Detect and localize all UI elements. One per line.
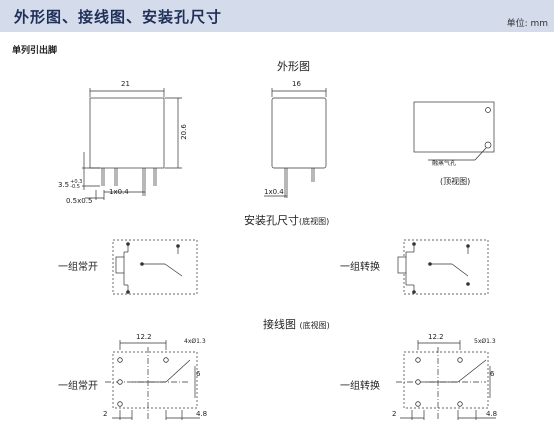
vent-hole-label: 融蒸气孔 <box>432 160 457 167</box>
front-view-drawing <box>82 88 182 200</box>
mounting-section-title: 安装孔尺寸(底视图) <box>244 214 330 227</box>
outline-section-title: 外形图 <box>277 60 310 73</box>
top-view-label: (顶视图) <box>440 177 471 186</box>
left-pitch-label: 6 <box>196 370 201 378</box>
left-holes-label: 4xØ1.3 <box>184 338 206 345</box>
front-width-label: 21 <box>121 80 130 88</box>
right-bottom-right-label: 4.8 <box>486 410 498 418</box>
right-spacing-label: 12.2 <box>428 333 444 341</box>
side-width-label: 16 <box>292 80 301 88</box>
page-title: 外形图、接线图、安装孔尺寸 <box>14 8 223 26</box>
wiring-changeover <box>396 340 496 420</box>
pin-section-label: 1x0.4 <box>109 188 129 196</box>
wiring-normal-open-label: 一组常开 <box>58 381 98 392</box>
side-view-drawing <box>264 88 327 198</box>
left-bottom-left-label: 2 <box>103 410 108 418</box>
left-bottom-right-label: 4.8 <box>196 410 208 418</box>
wiring-changeover-label: 一组转换 <box>340 381 380 392</box>
right-pitch-label: 6 <box>490 370 495 378</box>
front-height-label: 20.6 <box>179 124 188 140</box>
right-holes-label: 5xØ1.3 <box>474 338 496 345</box>
front-view-body <box>89 97 165 169</box>
header-bar: 外形图、接线图、安装孔尺寸 单位: mm <box>0 0 554 32</box>
mounting-normal-open <box>112 239 198 295</box>
pin-type-label: 单列引出脚 <box>12 46 58 56</box>
unit-label: 单位: mm <box>506 19 548 29</box>
side-pin-label: 1x0.4 <box>264 188 284 196</box>
top-view-body <box>413 101 495 153</box>
right-bottom-left-label: 2 <box>392 410 397 418</box>
mounting-changeover <box>397 239 489 295</box>
pin-length-label: 3.5+0.3-0.5 <box>58 179 83 190</box>
left-spacing-label: 12.2 <box>136 333 152 341</box>
top-view-drawing <box>413 101 495 161</box>
side-view-body <box>271 97 327 169</box>
pin-thickness-label: 0.5x0.5 <box>66 197 93 205</box>
mounting-changeover-label: 一组转换 <box>340 262 380 273</box>
wiring-section-title: 接线图 (底视图) <box>263 318 330 331</box>
mounting-normal-open-label: 一组常开 <box>58 262 98 273</box>
wiring-normal-open <box>105 340 200 420</box>
